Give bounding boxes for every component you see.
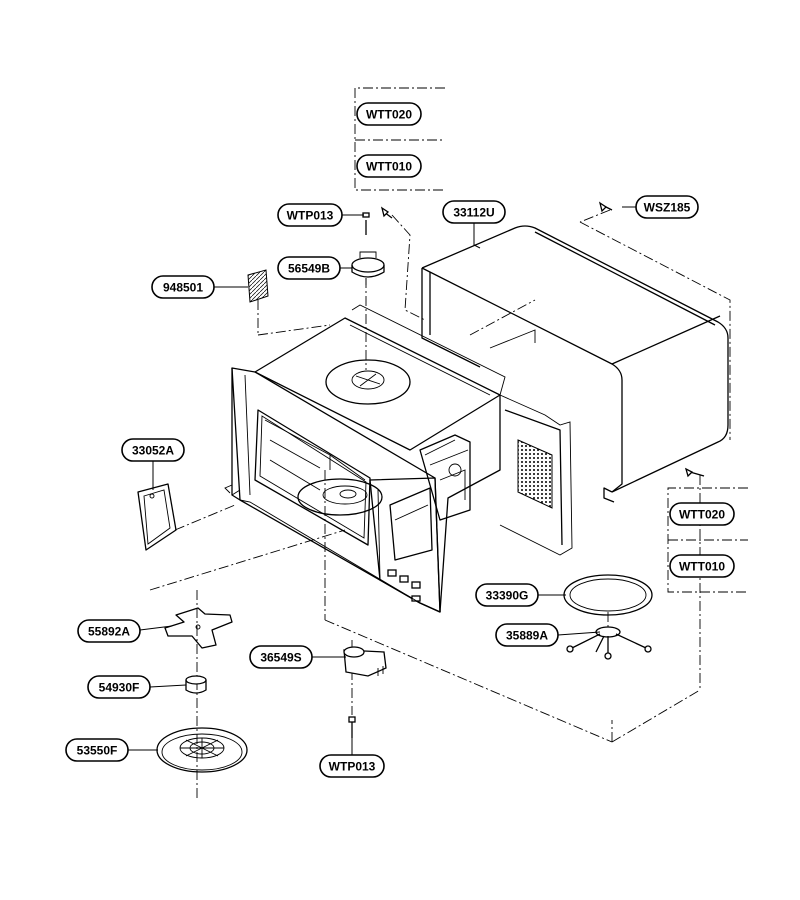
part-label-wtp013-bottom: WTP013 <box>319 754 385 778</box>
part-label-35889a: 35889A <box>495 623 559 647</box>
wsz185-screw-part <box>598 201 613 213</box>
part-label-wsz185: WSZ185 <box>635 195 699 219</box>
assembly-guide-lines <box>149 209 731 800</box>
part-label-text: 35889A <box>506 629 548 643</box>
part-label-54930f: 54930F <box>87 675 151 699</box>
bottom-screw-part <box>348 716 356 738</box>
part-label-53550f: 53550F <box>65 738 129 762</box>
roller-54930f-part <box>185 675 207 694</box>
part-label-text: 36549S <box>260 651 301 665</box>
part-label-text: 55892A <box>88 625 130 639</box>
part-label-text: WTT020 <box>679 508 725 522</box>
part-label-text: WTT020 <box>366 108 412 122</box>
roller-guide-35889a-part <box>566 626 652 660</box>
part-label-text: 33390G <box>486 589 529 603</box>
part-label-56549b: 56549B <box>277 256 341 280</box>
turntable-motor-36549s-part <box>343 640 387 677</box>
stirrer-motor-56549b-part <box>351 251 385 285</box>
part-label-text: WTT010 <box>366 160 412 174</box>
part-label-text: WTP013 <box>287 209 334 223</box>
bracket-33052a-part <box>137 483 177 551</box>
part-label-33112u: 33112U <box>442 200 506 224</box>
part-label-33052a: 33052A <box>121 438 185 462</box>
part-label-text: WTT010 <box>679 560 725 574</box>
part-label-wtp013-top: WTP013 <box>277 203 343 227</box>
part-label-text: 33112U <box>453 206 494 220</box>
part-label-36549s: 36549S <box>249 645 313 669</box>
right-screw-option-box <box>667 487 748 593</box>
part-label-text: WSZ185 <box>644 201 691 215</box>
part-label-55892a: 55892A <box>77 619 141 643</box>
leader-lines <box>128 206 636 755</box>
part-label-33390g: 33390G <box>475 583 539 607</box>
oven-cavity-assembly <box>224 304 573 613</box>
part-label-wtt020-top: WTT020 <box>356 102 422 126</box>
top-screw-part <box>362 206 393 235</box>
roller-ring-33390g-part <box>563 574 653 616</box>
outer-cover-part <box>421 225 729 503</box>
part-label-wtt010-right: WTT010 <box>669 554 735 578</box>
turntable-53550f-part <box>156 727 248 773</box>
part-label-text: 33052A <box>132 444 174 458</box>
part-label-text: 56549B <box>288 262 330 276</box>
part-label-wtt010-top: WTT010 <box>356 154 422 178</box>
part-label-text: WTP013 <box>329 760 376 774</box>
pad-948501-part <box>247 269 269 303</box>
top-screw-option-box <box>354 87 445 191</box>
part-label-wtt020-right: WTT020 <box>669 502 735 526</box>
coupler-55892a-part <box>164 607 233 649</box>
right-screw-part <box>684 467 705 478</box>
part-label-text: 54930F <box>99 681 140 695</box>
part-label-text: 53550F <box>77 744 118 758</box>
part-label-text: 948501 <box>163 281 203 295</box>
part-label-948501: 948501 <box>151 275 215 299</box>
